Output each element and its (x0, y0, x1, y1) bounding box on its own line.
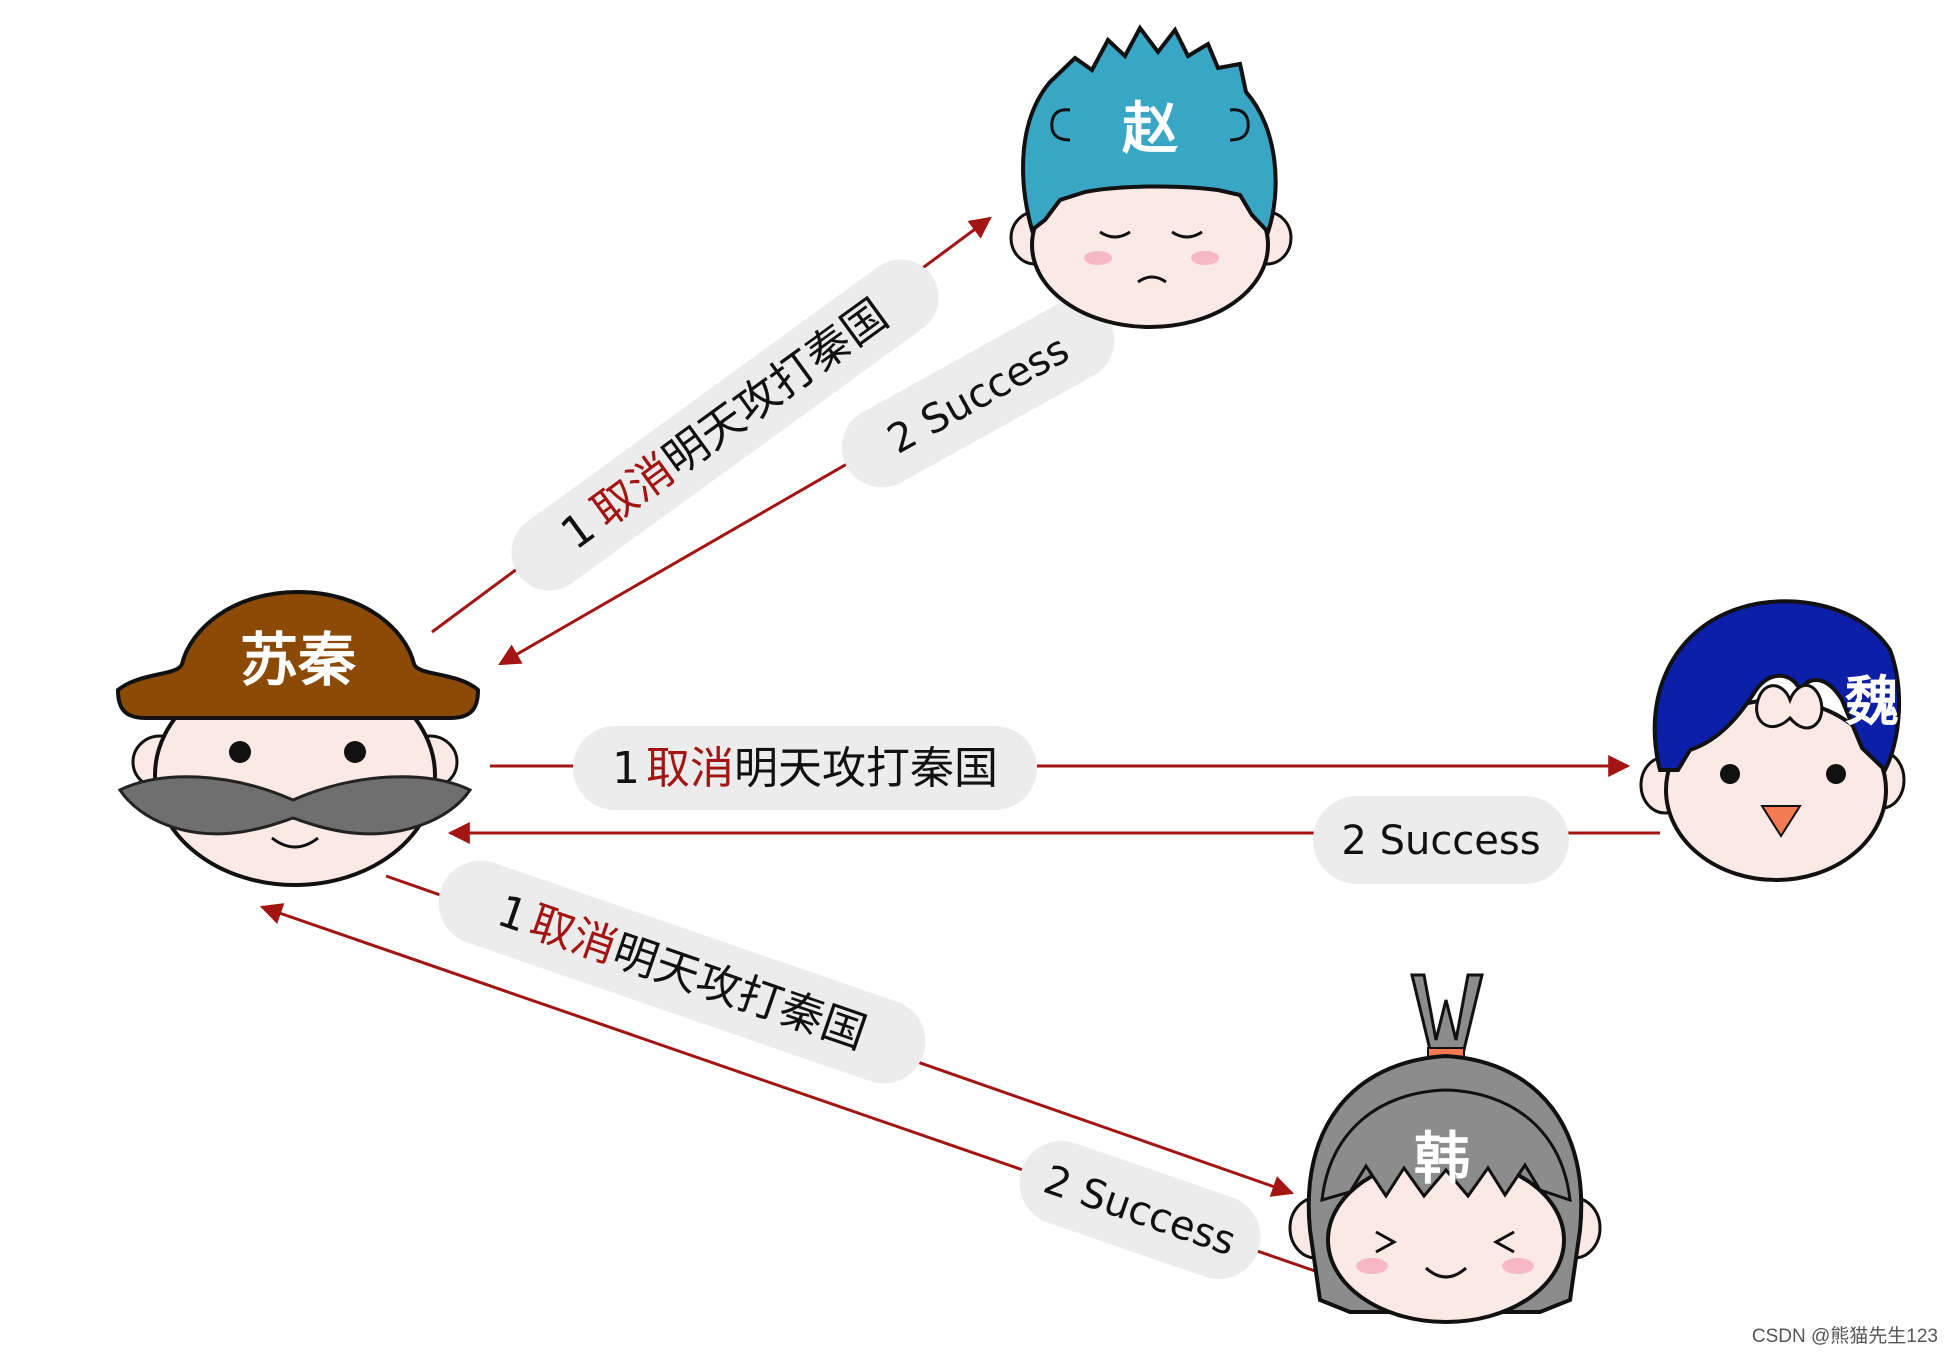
wei-hair (1652, 599, 1902, 774)
svg-text:1取消明天攻打秦国: 1取消明天攻打秦国 (491, 886, 873, 1060)
watermark: CSDN @熊猫先生123 (1751, 1326, 1938, 1347)
wei-label: 魏 (1845, 670, 1899, 733)
mustache (117, 775, 473, 836)
han-bangs (1320, 1088, 1572, 1203)
label-cancel-han: 1取消明天攻打秦国 (438, 860, 926, 1084)
su-qin-label: 苏秦 (240, 626, 357, 694)
han-avatar: 韩 (1288, 973, 1602, 1324)
label-success-wei: 2 Success (1313, 796, 1569, 884)
label-success-han: 2 Success (1019, 1140, 1261, 1280)
svg-text:2 Success: 2 Success (1341, 818, 1540, 864)
zhao-hair (1021, 24, 1278, 236)
svg-text:1取消明天攻打秦国: 1取消明天攻打秦国 (552, 289, 897, 559)
wei-avatar: 魏 (1639, 599, 1906, 882)
zhao-avatar: 赵 (1009, 24, 1293, 329)
hat (115, 589, 481, 720)
su-qin-avatar: 苏秦 (115, 589, 481, 887)
zhao-label: 赵 (1122, 97, 1178, 162)
svg-text:1取消明天攻打秦国: 1取消明天攻打秦国 (612, 743, 998, 794)
han-label: 韩 (1414, 1127, 1470, 1192)
